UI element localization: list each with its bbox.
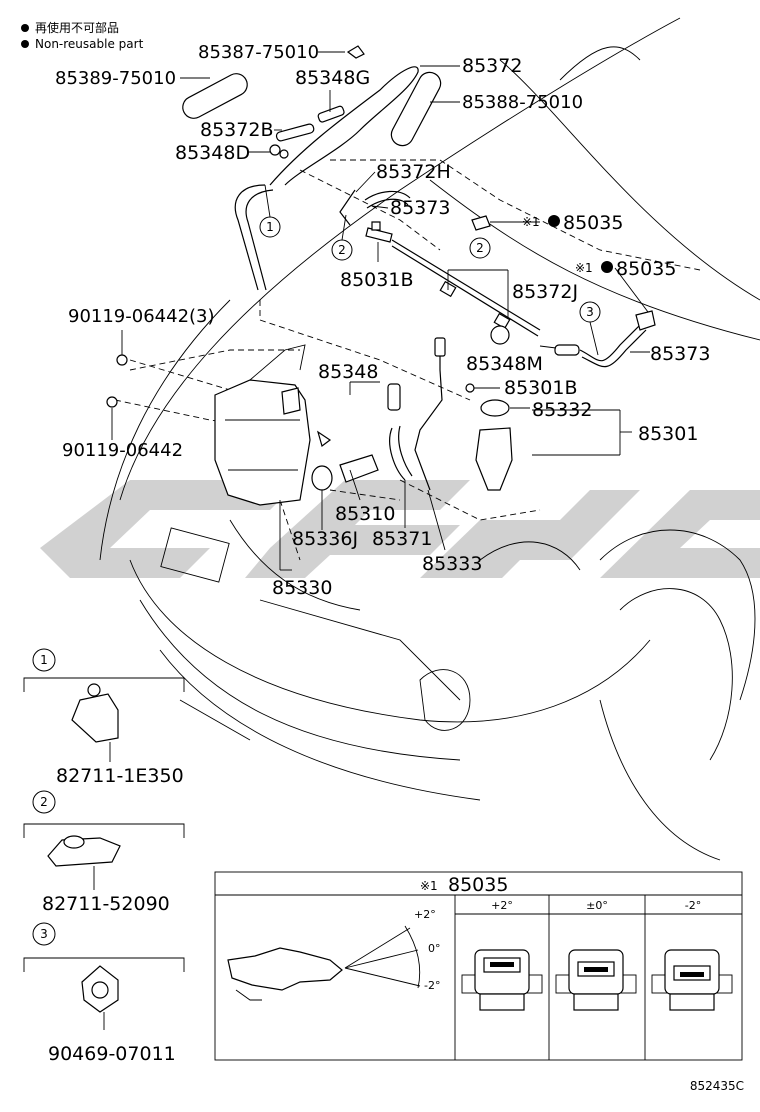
label-85387-75010: 85387-75010 <box>198 42 319 63</box>
grommet-85336J <box>311 465 333 491</box>
motor-85301 <box>475 427 513 491</box>
connector-85348D <box>269 144 281 156</box>
inset-clip-2: 2 82711-52090 <box>23 790 185 915</box>
bolt-90119-06442-3 <box>116 354 128 366</box>
bolt-90119-06442 <box>106 396 118 408</box>
col-plus2: +2° <box>491 899 513 912</box>
label-85388-75010: 85388-75010 <box>462 92 583 113</box>
hose-85372B <box>275 123 315 142</box>
label-85371: 85371 <box>372 528 432 550</box>
label-85330: 85330 <box>272 577 332 599</box>
nozzle-85035-right <box>635 310 656 331</box>
clip-85387 <box>346 45 365 59</box>
nozzle-side-view-icon <box>227 947 343 991</box>
marker-2b: 2 <box>476 241 484 255</box>
pump-85310 <box>339 454 379 483</box>
legend-text-en: Non-reusable part <box>35 37 144 51</box>
nozzle-85035-center <box>471 215 491 231</box>
part-labels: 85387-75010 85389-75010 85372 85348G 853… <box>55 42 710 599</box>
marker-1: 1 <box>266 220 274 234</box>
label-85348D: 85348D <box>175 142 250 164</box>
label-85310: 85310 <box>335 503 395 525</box>
label-85301: 85301 <box>638 423 698 445</box>
legend-text-jp: 再使用不可部品 <box>35 20 119 35</box>
inset-1-number: 1 <box>40 653 48 667</box>
non-reusable-dot-2 <box>601 261 613 273</box>
angle-minus2: -2° <box>424 979 440 992</box>
gauge-minus2 <box>651 949 733 1011</box>
ref-mark-1a: ※1 <box>522 215 540 229</box>
joint-85348M <box>554 344 580 356</box>
label-85348G: 85348G <box>295 67 370 89</box>
non-reusable-dot-1 <box>548 215 560 227</box>
label-90119-06442-3: 90119-06442(3) <box>68 306 215 327</box>
inset-clip-3: 3 90469-07011 <box>23 922 185 1065</box>
marker-3: 3 <box>586 305 594 319</box>
label-85372: 85372 <box>462 55 522 77</box>
ref-mark-1b: ※1 <box>575 261 593 275</box>
diagram-code: 852435C <box>690 1079 744 1093</box>
label-85373-upper: 85373 <box>390 197 450 219</box>
angle-0: 0° <box>428 942 441 955</box>
tjoint-85031B <box>365 227 393 243</box>
label-85035-center: 85035 <box>563 212 623 234</box>
table-ref-mark: ※1 <box>420 879 438 893</box>
label-85348M: 85348M <box>466 353 543 375</box>
table-title: 85035 <box>448 874 508 896</box>
label-85333: 85333 <box>422 553 482 575</box>
hose-85389 <box>182 73 248 119</box>
legend-bullet-1 <box>21 24 29 32</box>
gauge-plus2 <box>461 949 543 1011</box>
col-zero: ±0° <box>586 899 608 912</box>
inset-2-part: 82711-52090 <box>42 893 170 915</box>
nozzle-adjust-table: ※1 85035 +2° ±0° -2° +2° 0° -2° <box>214 871 743 1061</box>
inset-3-number: 3 <box>40 927 48 941</box>
label-90119-06442: 90119-06442 <box>62 440 183 461</box>
label-85348: 85348 <box>318 361 378 383</box>
connector-85333 <box>434 337 446 357</box>
legend: 再使用不可部品 Non-reusable part <box>21 20 144 51</box>
washer-tank-assembly <box>106 337 513 506</box>
hose-assembly <box>182 45 656 368</box>
hose-85388 <box>390 71 442 147</box>
label-85372H: 85372H <box>376 161 451 183</box>
label-85372J: 85372J <box>512 281 578 303</box>
col-minus2: -2° <box>685 899 701 912</box>
gauge-zero <box>555 949 637 1011</box>
label-85301B: 85301B <box>504 377 577 399</box>
inset-3-part: 90469-07011 <box>48 1043 176 1065</box>
marker-2a: 2 <box>338 243 346 257</box>
inset-2-number: 2 <box>40 795 48 809</box>
bolt-85301B <box>465 383 475 393</box>
clip-markers: 1 2 2 3 <box>259 184 601 356</box>
label-85336J: 85336J <box>292 528 358 550</box>
inset-clip-1: 1 82711-1E350 <box>23 648 185 787</box>
label-85035-right: 85035 <box>616 258 676 280</box>
legend-bullet-2 <box>21 40 29 48</box>
vehicle-body-outline <box>99 17 760 861</box>
label-85372B: 85372B <box>200 119 273 141</box>
joint-85348 <box>387 383 401 411</box>
clip-82711-1E350-icon <box>71 693 119 743</box>
cap-85332 <box>480 399 510 417</box>
leader-lines <box>111 51 650 571</box>
watermark-logo <box>40 480 760 578</box>
label-85332: 85332 <box>532 399 592 421</box>
label-85373-right: 85373 <box>650 343 710 365</box>
angle-plus2: +2° <box>414 908 436 921</box>
inset-1-part: 82711-1E350 <box>56 765 184 787</box>
label-85389-75010: 85389-75010 <box>55 68 176 89</box>
label-85031B: 85031B <box>340 269 413 291</box>
